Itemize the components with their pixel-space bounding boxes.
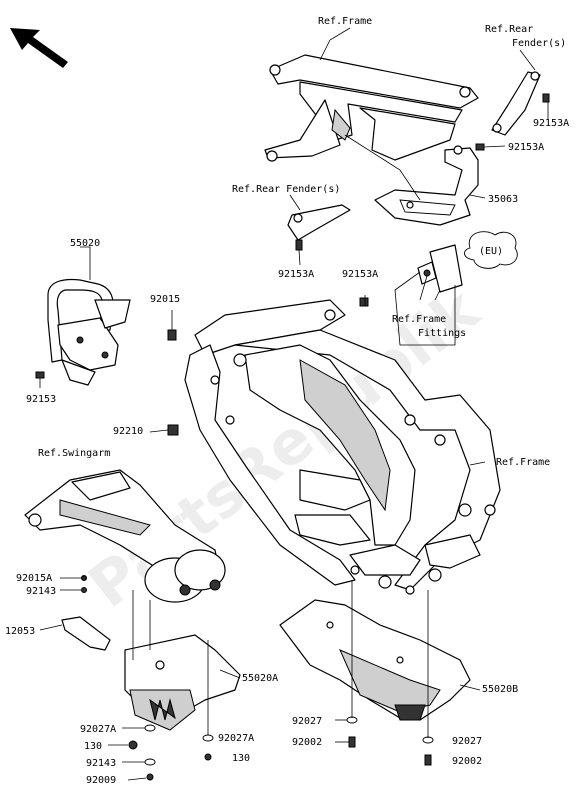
main-frame (184, 299, 501, 595)
rear-fender-bracket-left (287, 204, 351, 241)
label-92009: 92009 (86, 775, 116, 786)
eu-callout (464, 231, 518, 269)
label-130-2: 130 (232, 753, 250, 764)
label-55020b: 55020B (482, 684, 518, 695)
label-ref-frame-fittings-2: Fittings (418, 328, 466, 339)
label-92210: 92210 (113, 426, 143, 437)
label-92027-2: 92027 (452, 736, 482, 747)
fasteners-front (35, 93, 550, 436)
label-92002-2: 92002 (452, 756, 482, 767)
label-35063: 35063 (488, 194, 518, 205)
label-ref-rear-fender-right-2: Fender(s) (512, 38, 566, 49)
rear-fender-bracket-right (491, 71, 541, 136)
label-92027a-2: 92027A (218, 733, 254, 744)
skid-plate-55020b (279, 599, 471, 721)
label-ref-frame-right: Ref.Frame (496, 457, 550, 468)
label-92143-1: 92143 (26, 586, 56, 597)
label-55020a: 55020A (242, 673, 278, 684)
label-92002-1: 92002 (292, 737, 322, 748)
fasteners-bottom (81, 575, 434, 781)
label-92027-1: 92027 (292, 716, 322, 727)
label-ref-rear-fender-right-1: Ref.Rear (485, 24, 533, 35)
label-92027a-1: 92027A (80, 724, 116, 735)
label-ref-rear-fender-left: Ref.Rear Fender(s) (232, 184, 340, 195)
part-labels: Ref.Frame Ref.Rear Fender(s) 92153A 9215… (5, 16, 569, 786)
label-92015a: 92015A (16, 573, 52, 584)
label-92153a-4: 92153A (342, 269, 378, 280)
label-55020: 55020 (70, 238, 100, 249)
direction-arrow-icon (10, 28, 68, 68)
label-ref-swingarm: Ref.Swingarm (38, 448, 110, 459)
rear-subframe (264, 54, 479, 162)
label-92153a-1: 92153A (533, 118, 569, 129)
label-92153: 92153 (26, 394, 56, 405)
skid-plate-55020a (124, 634, 241, 731)
label-ref-frame-fittings-1: Ref.Frame (392, 314, 446, 325)
label-92143-2: 92143 (86, 758, 116, 769)
label-92153a-2: 92153A (508, 142, 544, 153)
bracket-35063 (374, 145, 479, 226)
label-130-1: 130 (84, 741, 102, 752)
guard-55020 (47, 278, 131, 386)
leader-lines (39, 27, 549, 781)
label-ref-frame-top: Ref.Frame (318, 16, 372, 27)
label-92153a-3: 92153A (278, 269, 314, 280)
label-eu: (EU) (479, 246, 503, 257)
eu-frame-fittings (417, 244, 463, 293)
label-92015: 92015 (150, 294, 180, 305)
label-12053: 12053 (5, 626, 35, 637)
swingarm (24, 469, 226, 603)
